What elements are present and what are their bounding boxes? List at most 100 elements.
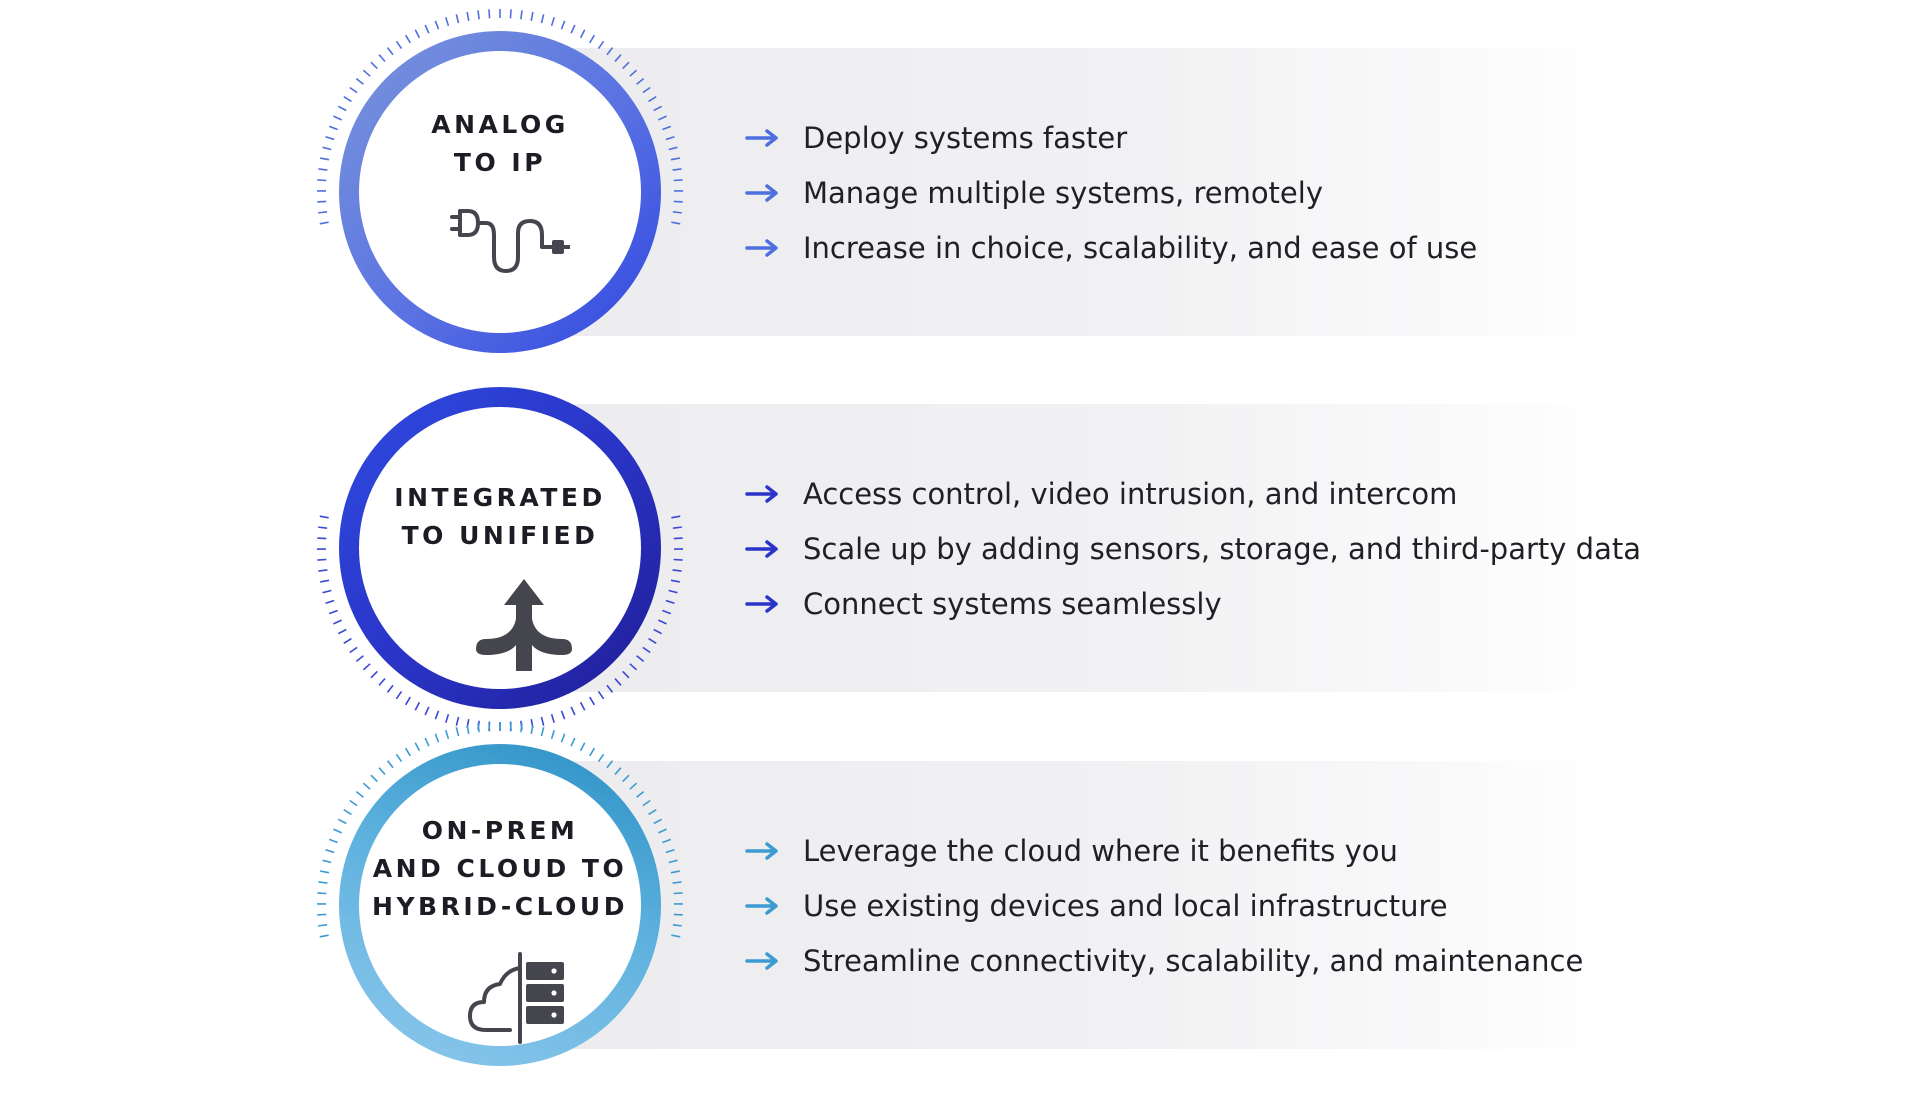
tick-mark [671, 935, 680, 937]
bullet-text: Use existing devices and local infrastru… [803, 889, 1448, 923]
arrow-right-icon [745, 539, 781, 559]
cloud-server-icon [464, 944, 574, 1044]
row-integrated-to-unified: INTEGRATED TO UNIFIED Access control, vi… [0, 548, 1920, 549]
arrow-right-icon [745, 841, 781, 861]
tick-mark [673, 527, 682, 528]
list-item: Streamline connectivity, scalability, an… [745, 933, 1583, 988]
tick-mark [329, 610, 337, 613]
list-item: Leverage the cloud where it benefits you [745, 823, 1583, 878]
bullet-text: Manage multiple systems, remotely [803, 176, 1323, 210]
circle-ring: ON-PREM AND CLOUD TO HYBRID-CLOUD [339, 744, 661, 1066]
tick-mark [510, 9, 511, 18]
tick-mark [666, 601, 675, 604]
tick-mark [643, 647, 650, 652]
list-item: Increase in choice, scalability, and eas… [745, 220, 1477, 275]
tick-mark [467, 725, 469, 734]
tick-mark [356, 792, 363, 798]
tick-mark [317, 893, 326, 894]
circle-badge: ANALOG TO IP [359, 51, 641, 333]
tick-mark [379, 55, 385, 62]
tick-mark [637, 792, 644, 798]
tick-mark [607, 48, 613, 55]
tick-mark [590, 748, 595, 756]
tick-mark [654, 819, 662, 823]
tick-mark [415, 30, 419, 38]
tick-mark [607, 761, 613, 768]
tick-mark [521, 10, 522, 19]
tick-mark [371, 62, 377, 68]
tick-mark [396, 754, 401, 761]
tick-mark [581, 30, 585, 38]
tick-mark [320, 580, 329, 582]
circle-title: INTEGRATED TO UNIFIED [359, 479, 641, 555]
tick-mark [415, 702, 419, 710]
tick-mark [571, 707, 575, 715]
tick-mark [590, 35, 595, 43]
tick-mark [541, 14, 543, 23]
tick-mark [318, 169, 327, 170]
tick-mark [674, 560, 683, 561]
tick-mark [673, 882, 682, 883]
tick-mark [674, 893, 683, 894]
tick-mark [406, 697, 411, 705]
tick-mark [350, 87, 357, 92]
bullet-list: Leverage the cloud where it benefits you… [745, 823, 1583, 988]
tick-mark [521, 723, 522, 732]
row-hybrid-cloud: ON-PREM AND CLOUD TO HYBRID-CLOUD Levera… [0, 905, 1920, 906]
tick-mark [531, 725, 533, 734]
tick-mark [571, 25, 575, 33]
tick-mark [581, 702, 585, 710]
list-item: Connect systems seamlessly [745, 576, 1641, 631]
tick-mark [333, 116, 341, 120]
list-item: Scale up by adding sensors, storage, and… [745, 521, 1641, 576]
tick-mark [318, 527, 327, 528]
tick-mark [637, 656, 644, 662]
tick-mark [674, 180, 683, 181]
tick-mark [363, 70, 370, 76]
tick-mark [590, 697, 595, 705]
tick-mark [669, 147, 678, 149]
tick-mark [371, 775, 377, 781]
tick-mark [599, 754, 604, 761]
tick-mark [388, 48, 394, 55]
list-item: Access control, video intrusion, and int… [745, 466, 1641, 521]
tick-mark [344, 810, 352, 815]
tick-mark [662, 839, 670, 842]
tick-mark [363, 783, 370, 789]
circle-ring: ANALOG TO IP [339, 31, 661, 353]
tick-mark [317, 560, 326, 561]
tick-mark [478, 10, 479, 19]
tick-mark [666, 137, 675, 140]
tick-mark [630, 783, 637, 789]
tick-mark [630, 664, 637, 670]
tick-mark [489, 9, 490, 18]
bullet-list: Deploy systems faster Manage multiple sy… [745, 110, 1477, 275]
tick-mark [649, 639, 657, 644]
tick-mark [671, 516, 680, 518]
tick-mark [615, 679, 621, 686]
tick-mark [415, 743, 419, 751]
tick-mark [643, 800, 650, 805]
tick-mark [623, 775, 629, 781]
tick-mark [326, 850, 335, 853]
tick-mark [489, 722, 490, 731]
tick-mark [552, 730, 555, 739]
list-item: Manage multiple systems, remotely [745, 165, 1477, 220]
tick-mark [669, 591, 678, 593]
tick-mark [478, 723, 479, 732]
tick-mark [599, 691, 604, 698]
bullet-text: Connect systems seamlessly [803, 587, 1222, 621]
arrow-right-icon [745, 484, 781, 504]
tick-mark [329, 839, 337, 842]
circle-badge: ON-PREM AND CLOUD TO HYBRID-CLOUD [359, 764, 641, 1046]
tick-mark [356, 656, 363, 662]
tick-mark [654, 106, 662, 110]
tick-mark [317, 180, 326, 181]
circle-badge: INTEGRATED TO UNIFIED [359, 407, 641, 689]
list-item: Use existing devices and local infrastru… [745, 878, 1583, 933]
arrow-right-icon [745, 951, 781, 971]
tick-mark [338, 630, 346, 634]
bullet-text: Streamline connectivity, scalability, an… [803, 944, 1583, 978]
tick-mark [320, 516, 329, 518]
arrow-right-icon [745, 594, 781, 614]
